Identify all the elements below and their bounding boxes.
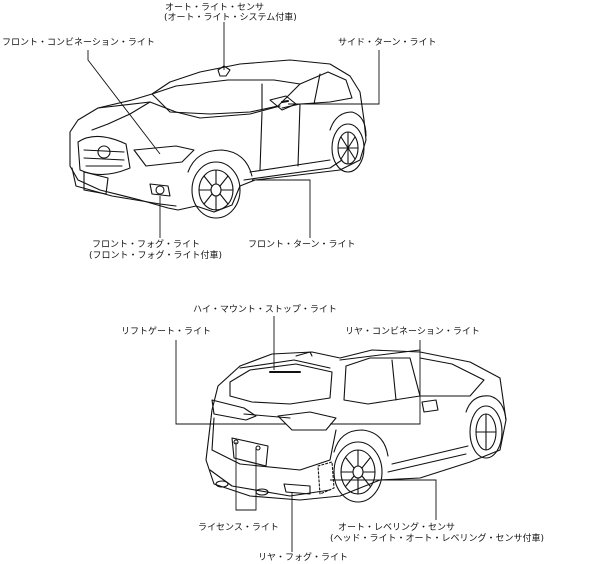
- label-rear-combination-light: リヤ・コンビネーション・ライト: [345, 327, 480, 337]
- leader-liftgate: [175, 340, 286, 425]
- label-front-fog-light: フロント・フォグ・ライト: [92, 240, 201, 250]
- label-front-turn-light: フロント・ターン・ライト: [248, 240, 356, 250]
- front-car-body: [69, 59, 367, 213]
- label-high-mount-stop-light: ハイ・マウント・ストップ・ライト: [193, 305, 337, 315]
- label-liftgate-light: リフトゲート・ライト: [121, 327, 212, 337]
- leader-leveling: [330, 479, 437, 520]
- label-side-turn-light: サイド・ターン・ライト: [338, 38, 437, 48]
- label-rear-fog-light: リヤ・フォグ・ライト: [258, 553, 349, 563]
- leader-side-turn: [288, 50, 380, 105]
- label-auto-leveling-sensor: オート・レベリング・センサ: [338, 523, 456, 533]
- label-auto-light-sensor-note: (オート・ライト・システム付車): [164, 13, 297, 23]
- label-front-fog-light-note: (フロント・フォグ・ライト付車): [89, 251, 223, 261]
- leader-license: [235, 442, 257, 511]
- label-front-combination-light: フロント・コンビネーション・ライト: [2, 38, 155, 48]
- label-auto-leveling-sensor-note: (ヘッド・ライト・オート・レベリング・センサ付車): [330, 534, 545, 544]
- label-auto-light-sensor: オート・ライト・センサ: [165, 3, 265, 13]
- leader-front-combination: [87, 50, 161, 155]
- leader-rear-combination: [330, 340, 421, 425]
- label-license-light: ライセンス・ライト: [198, 523, 279, 533]
- leader-front-turn: [252, 179, 311, 238]
